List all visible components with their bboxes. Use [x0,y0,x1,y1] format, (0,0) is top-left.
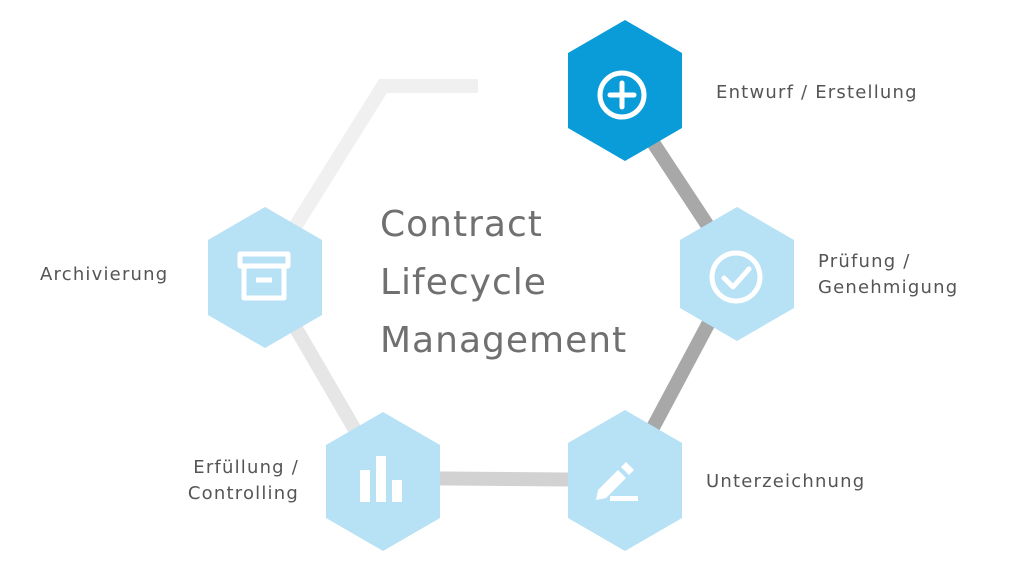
step-label-line: Entwurf / Erstellung [716,82,918,103]
step-label-line: Unterzeichnung [706,471,866,492]
step-label-design: Entwurf / Erstellung [716,80,918,106]
archive-box-icon [237,251,291,301]
diagram-title: Contract Lifecycle Management [380,196,627,370]
title-line-3: Management [380,320,628,361]
step-node-fulfil[interactable] [326,412,440,551]
step-node-design[interactable] [568,20,682,161]
hexagon-design [568,20,682,161]
step-node-sign[interactable] [568,410,682,551]
plus-circle-icon [597,70,647,120]
step-label-line: Genehmigung [818,277,959,298]
pencil-icon [596,462,638,501]
check-circle-icon [709,250,763,304]
step-label-line: Controlling [187,483,299,504]
title-line-1: Contract [380,204,543,245]
title-line-2: Lifecycle [380,262,547,303]
step-node-review[interactable] [680,207,794,341]
step-node-archive[interactable] [208,207,322,348]
hexagon-review [680,207,794,341]
step-label-line: Archivierung [40,264,169,285]
bar-chart-icon [360,456,402,502]
step-label-line: Erfüllung / [193,457,299,478]
step-label-sign: Unterzeichnung [706,469,865,495]
step-label-review: Prüfung / Genehmigung [818,249,958,301]
step-label-line: Prüfung / [818,251,911,272]
step-label-fulfil: Erfüllung / Controlling [181,455,299,507]
step-label-archive: Archivierung [40,262,168,288]
hexagon-sign [568,410,682,551]
connector-archive-top [259,79,478,279]
